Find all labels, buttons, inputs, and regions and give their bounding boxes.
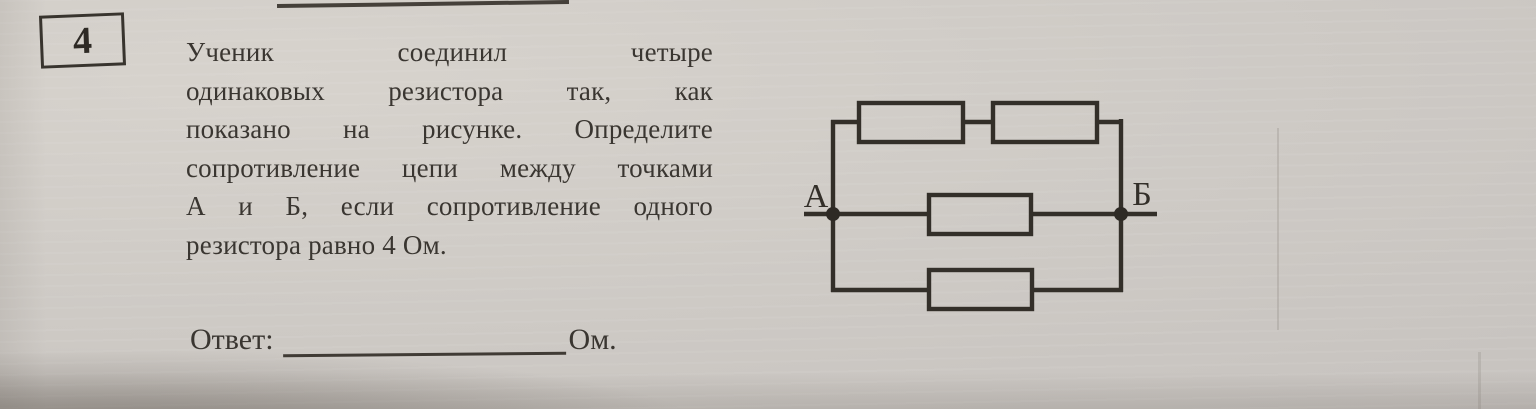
node-a-label: А (804, 178, 829, 215)
resistor-bottom (926, 267, 1035, 312)
resistor-top-left (856, 100, 966, 145)
answer-unit: Ом. (569, 323, 617, 356)
circuit-figure: А Б (804, 100, 1157, 312)
problem-text: Ученик соединил четыре одинаковых резист… (186, 33, 713, 265)
node-a-dot (826, 207, 840, 221)
problem-text-line-6: резистора равно 4 Ом. (186, 226, 713, 265)
answer-row: Ответ: Ом. (190, 321, 617, 358)
problem-text-line-5: А и Б, если сопротивление одного (186, 187, 713, 226)
problem-text-line-2: одинаковых резистора так, как (186, 72, 713, 111)
problem-text-line-1: Ученик соединил четыре (186, 33, 713, 72)
problem-text-line-3: показано на рисунке. Определите (186, 110, 713, 149)
page-bleed-smudge (1478, 352, 1481, 409)
node-b-label: Б (1132, 176, 1152, 213)
page-bleed-line (1277, 128, 1279, 330)
answer-label: Ответ: (190, 323, 274, 356)
problem-text-line-4: сопротивление цепи между точками (186, 149, 713, 188)
resistor-top-right (990, 100, 1100, 145)
resistor-middle (926, 192, 1034, 237)
node-b-dot (1114, 207, 1128, 221)
